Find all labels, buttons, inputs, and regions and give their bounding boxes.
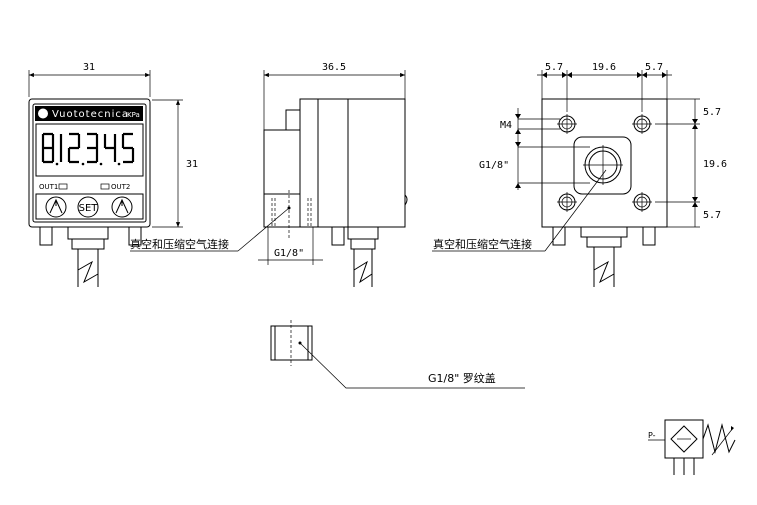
side-port-label: G1/8": [274, 248, 304, 259]
side-fitting: [347, 226, 379, 240]
left-pin: [39, 226, 53, 246]
rear-top-dimensions: 5.7 19.6 5.7: [537, 62, 672, 112]
cap-body: [270, 325, 313, 361]
cap-label: G1/8" 罗纹盖: [428, 371, 496, 385]
gauge-face: [32, 103, 147, 223]
rear-leader: [544, 169, 607, 252]
front-width-dimension: 31: [28, 62, 151, 97]
mounting-hole-bottom-left: [557, 192, 577, 212]
m4-label: M4: [500, 120, 512, 131]
rear-port-label: G1/8": [479, 160, 509, 171]
thread-cap: G1/8" 罗纹盖: [270, 320, 525, 389]
rear-connection-label: 真空和压缩空气连接: [433, 237, 532, 251]
side-pin: [331, 226, 345, 246]
rear-fitting: [580, 226, 628, 238]
rear-view: 5.7 19.6 5.7 5.7 19.6 5.7: [432, 62, 727, 287]
brand-logo-icon: [38, 108, 48, 119]
rear-port-dimension: G1/8": [479, 140, 590, 190]
front-view: 31 31 Vuototecnica KPa: [28, 62, 198, 287]
pressure-switch-symbol: P-: [648, 419, 736, 475]
side-view: 36.5 G1/8" 真空和压缩空气连接: [130, 62, 408, 287]
up-arrow-icon: [45, 196, 67, 218]
rear-top-dim-0: 5.7: [545, 62, 563, 73]
set-label: SET: [79, 203, 99, 214]
main-housing: [299, 98, 406, 228]
symbol-diamond-icon: [670, 425, 698, 453]
port-fitting: [67, 226, 109, 240]
mounting-hole-top-right: [632, 114, 652, 134]
port-hex: [71, 238, 105, 250]
rear-right-dimensions: 5.7 19.6 5.7: [655, 98, 727, 228]
rear-hex: [586, 236, 622, 248]
set-button[interactable]: SET: [77, 196, 99, 218]
front-height-dimension: 31: [152, 99, 198, 228]
display-digits: [41, 132, 135, 164]
out2-led-icon: [100, 183, 110, 190]
up-arrow-icon: [111, 196, 133, 218]
side-width-dimension: 36.5: [263, 62, 406, 130]
mounting-hole-bottom-right: [632, 192, 652, 212]
cover-lip: [285, 109, 301, 131]
front-height-label: 31: [186, 159, 198, 170]
m4-dimension: M4: [500, 108, 560, 140]
out2-label: OUT2: [111, 183, 130, 191]
tube-break: [77, 249, 99, 287]
rear-housing: [541, 98, 668, 228]
right-pin: [128, 226, 142, 246]
front-width-label: 31: [83, 62, 95, 73]
lcd-display: [35, 123, 144, 177]
side-screw: [404, 194, 408, 206]
cap-leader: [299, 342, 525, 389]
brand-strip: [35, 106, 143, 121]
mounting-hole-top-left: [557, 114, 577, 134]
unit-label: KPa: [127, 111, 140, 119]
front-cover: [263, 129, 301, 228]
side-connection-label: 真空和压缩空气连接: [130, 237, 229, 251]
rear-tube-break: [593, 247, 615, 287]
rear-top-dim-1: 19.6: [592, 62, 616, 73]
rear-pin-left: [552, 226, 566, 246]
side-leader: [237, 207, 290, 252]
side-port-dimension: G1/8": [258, 227, 323, 265]
button-panel: [35, 193, 144, 220]
rear-right-dim-0: 5.7: [703, 107, 721, 118]
side-hex: [350, 238, 376, 250]
out1-label: OUT1: [39, 183, 58, 191]
out1-led-icon: [58, 183, 68, 190]
side-tube-break: [353, 249, 373, 287]
up-button-right[interactable]: [111, 196, 133, 218]
port-boss: [573, 136, 632, 195]
rear-right-dim-2: 5.7: [703, 210, 721, 221]
rear-right-dim-1: 19.6: [703, 159, 727, 170]
side-width-label: 36.5: [322, 62, 346, 73]
up-button-left[interactable]: [45, 196, 67, 218]
rear-top-dim-2: 5.7: [645, 62, 663, 73]
spring-icon: [702, 423, 736, 454]
rear-pin-right: [642, 226, 656, 246]
symbol-port-label: P-: [648, 431, 656, 440]
brand-name: Vuototecnica: [52, 109, 129, 120]
